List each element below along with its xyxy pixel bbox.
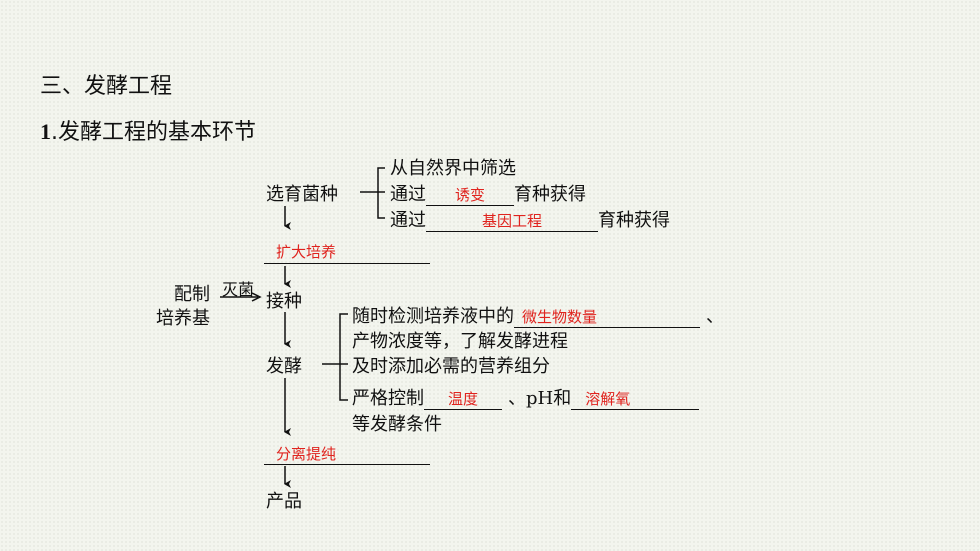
prep-medium-line2: 培养基 (156, 308, 210, 329)
ferment-monitor-pre: 随时检测培养液中的 (352, 306, 514, 327)
expand-answer: 扩大培养 (276, 243, 337, 261)
separate-blank-line (264, 464, 430, 465)
genetic-answer: 基因工程 (481, 212, 542, 230)
microbe-answer: 微生物数量 (522, 308, 598, 326)
subsection-number: 1 (40, 119, 51, 144)
oxygen-answer: 溶解氧 (585, 390, 631, 408)
genetic-blank: 基因工程 (426, 210, 598, 232)
ferment-control-cont: 等发酵条件 (352, 414, 442, 435)
ferment-control-pre: 严格控制 (352, 388, 424, 409)
temperature-answer: 温度 (447, 390, 478, 408)
section-title: 三、发酵工程 (40, 74, 173, 99)
select-option-genetic: 通过 基因工程 育种获得 (390, 206, 670, 232)
step-inoculate: 接种 (266, 291, 302, 312)
mutation-answer: 诱变 (454, 186, 485, 204)
ferment-monitor-cont: 产物浓度等，了解发酵进程 (352, 331, 568, 352)
select-option-genetic-pre: 通过 (390, 210, 426, 231)
mutation-blank: 诱变 (426, 184, 514, 206)
microbe-blank: 微生物数量 (514, 306, 700, 328)
select-option-mutation: 通过 诱变 育种获得 (390, 180, 586, 206)
ferment-bracket (339, 313, 348, 401)
select-option-mutation-pre: 通过 (390, 184, 426, 205)
ferment-nutrients: 及时添加必需的营养组分 (352, 356, 550, 377)
select-option-genetic-post: 育种获得 (598, 210, 670, 231)
separate-answer: 分离提纯 (276, 445, 337, 463)
subsection-title: 1.发酵工程的基本环节 (40, 114, 256, 146)
ferment-monitor-post: 、 (706, 306, 724, 327)
step-product: 产品 (266, 491, 302, 512)
ferment-control: 严格控制 温度 、pH和溶解氧 (352, 384, 700, 410)
ferment-monitor: 随时检测培养液中的微生物数量 、 (352, 302, 724, 328)
step-select: 选育菌种 (266, 184, 338, 205)
oxygen-blank: 溶解氧 (571, 388, 700, 410)
subsection-text: .发酵工程的基本环节 (51, 120, 256, 145)
temperature-blank: 温度 (424, 388, 502, 410)
step-ferment: 发酵 (266, 356, 302, 377)
select-option-nature: 从自然界中筛选 (390, 158, 516, 179)
ferment-control-mid: 、pH和 (508, 388, 572, 409)
arrow-sterilize-head (251, 292, 262, 302)
expand-blank-line (264, 263, 430, 264)
select-option-mutation-post: 育种获得 (514, 184, 586, 205)
prep-medium-line1: 配制 (174, 284, 210, 305)
sterilize-label: 灭菌 (222, 280, 255, 299)
select-bracket (377, 167, 385, 219)
